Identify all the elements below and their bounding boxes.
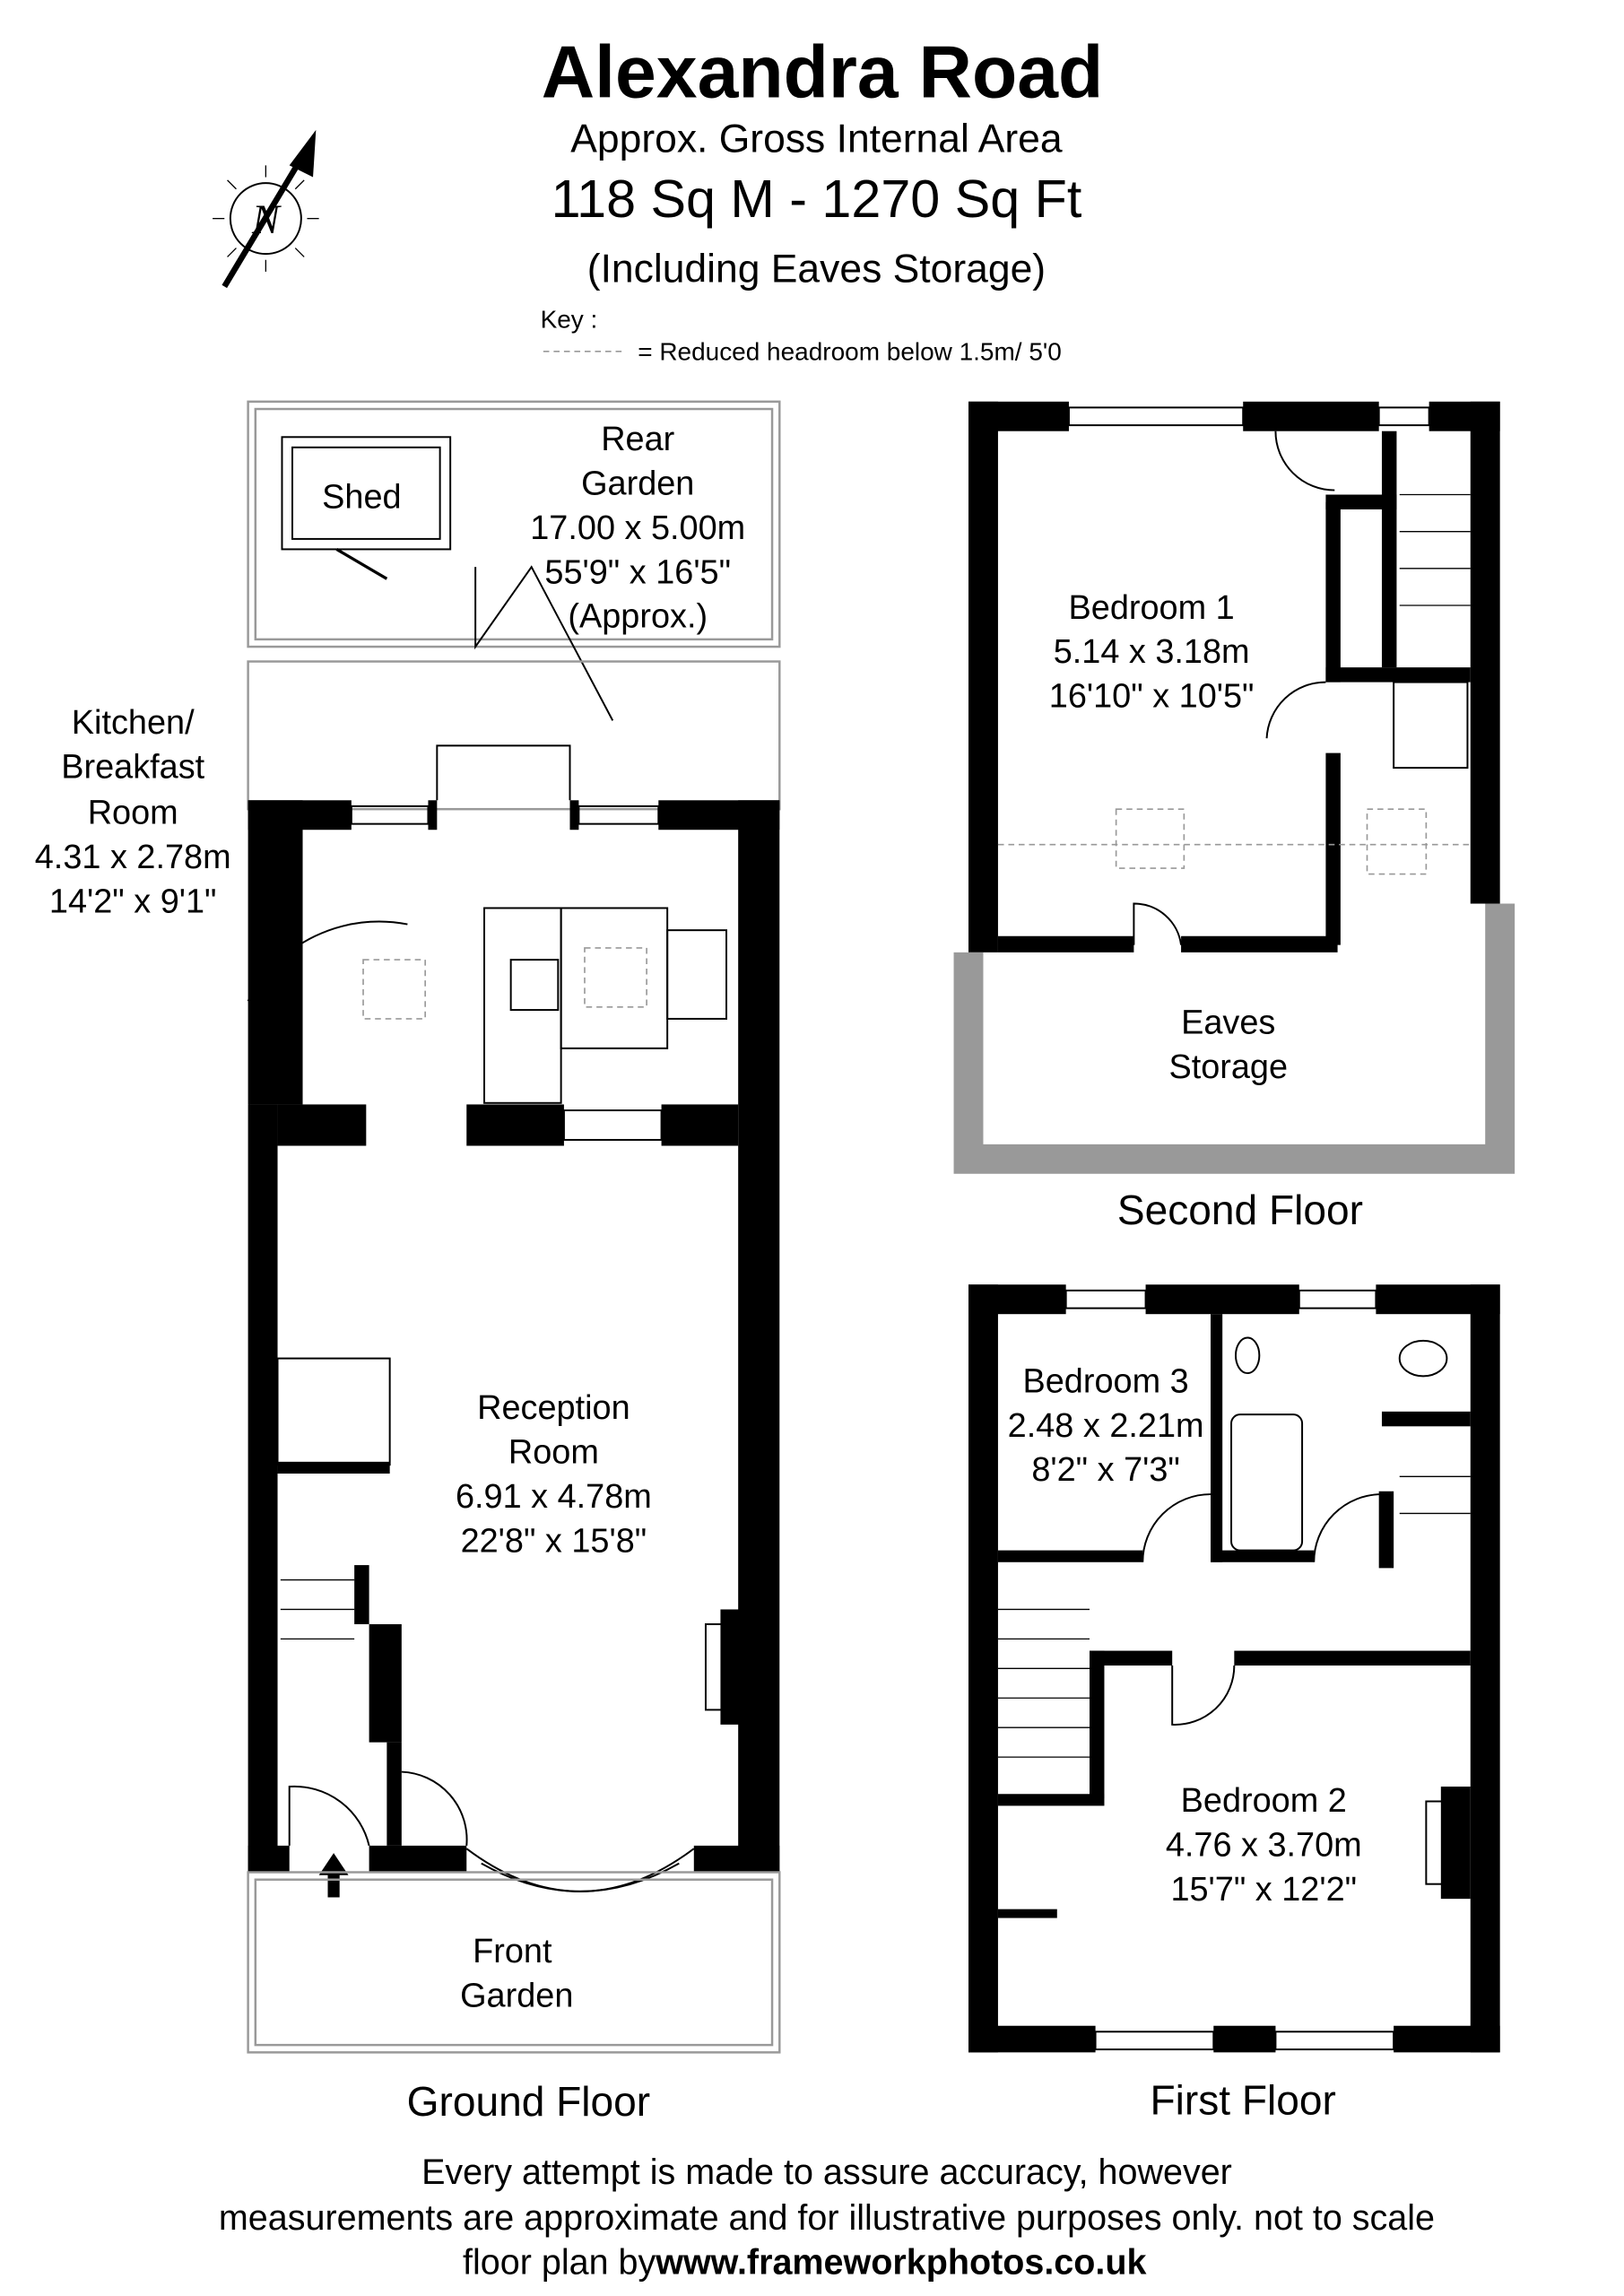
eaves-label-2: Storage (1168, 1048, 1288, 1086)
credit-line: floor plan bywww.frameworkphotos.co.uk (463, 2242, 1146, 2282)
reception-label-1: Reception (477, 1389, 630, 1427)
compass-icon: N (213, 129, 319, 289)
second-floor-label: Second Floor (1117, 1187, 1363, 1233)
bedroom2-label: Bedroom 2 (1181, 1782, 1347, 1820)
rear-garden-label-2: Garden (581, 465, 694, 503)
reception-label-2: Room (508, 1433, 599, 1471)
first-floor-label: First Floor (1151, 2077, 1336, 2124)
area-note: (Including Eaves Storage) (587, 247, 1046, 291)
disclaimer-line-1: Every attempt is made to assure accuracy… (421, 2152, 1232, 2192)
shed: Shed (281, 436, 452, 580)
reception-dim-ft: 22'8" x 15'8" (461, 1522, 647, 1560)
kitchen-label-1: Kitchen/ (72, 704, 195, 742)
bedroom2-dim-m: 4.76 x 3.70m (1166, 1826, 1362, 1864)
bedroom3-dim-m: 2.48 x 2.21m (1008, 1407, 1204, 1445)
reception-dim-m: 6.91 x 4.78m (456, 1478, 652, 1516)
key-text: = Reduced headroom below 1.5m/ 5'0 (638, 338, 1062, 366)
eaves-label-1: Eaves (1181, 1004, 1275, 1041)
area-text: 118 Sq M - 1270 Sq Ft (551, 169, 1082, 229)
ground-floor-plan: Shed Rear Garden 17.00 x 5.00m 55'9" x 1… (35, 400, 781, 2125)
arrow-up-icon (318, 1853, 349, 1898)
credit-prefix: floor plan by (463, 2242, 656, 2282)
kitchen-dim-ft: 14'2" x 9'1" (49, 883, 217, 920)
first-floor-plan: Bedroom 3 2.48 x 2.21m 8'2" x 7'3" Bedro… (968, 1284, 1500, 2124)
kitchen-dim-m: 4.31 x 2.78m (35, 839, 231, 876)
bedroom3-label: Bedroom 3 (1023, 1362, 1189, 1400)
bedroom1-dim-m: 5.14 x 3.18m (1054, 633, 1250, 671)
front-garden-label-1: Front (473, 1933, 552, 1970)
second-floor-plan: Bedroom 1 5.14 x 3.18m 16'10" x 10'5" Ea… (953, 401, 1515, 1233)
kitchen-label-3: Room (88, 795, 178, 832)
page-title: Alexandra Road (542, 31, 1104, 114)
rear-garden-dim-ft: 55'9" x 16'5" (544, 553, 731, 591)
rear-garden-label-1: Rear (601, 421, 674, 458)
shed-label: Shed (322, 478, 401, 516)
credit-link[interactable]: www.frameworkphotos.co.uk (655, 2242, 1146, 2282)
ground-floor-label: Ground Floor (407, 2078, 650, 2125)
bedroom3-dim-ft: 8'2" x 7'3" (1031, 1451, 1180, 1489)
rear-garden-approx: (Approx.) (568, 598, 708, 636)
compass-letter: N (251, 196, 282, 242)
front-garden-label-2: Garden (460, 1977, 573, 2014)
subtitle: Approx. Gross Internal Area (570, 117, 1063, 161)
key-label: Key : (541, 305, 598, 333)
rear-garden-dim-m: 17.00 x 5.00m (530, 509, 745, 547)
disclaimer-line-2: measurements are approximate and for ill… (219, 2198, 1435, 2238)
bedroom1-label: Bedroom 1 (1069, 589, 1235, 627)
kitchen-label-2: Breakfast (61, 749, 204, 787)
bedroom2-dim-ft: 15'7" x 12'2" (1170, 1871, 1357, 1909)
bedroom1-dim-ft: 16'10" x 10'5" (1049, 678, 1255, 716)
